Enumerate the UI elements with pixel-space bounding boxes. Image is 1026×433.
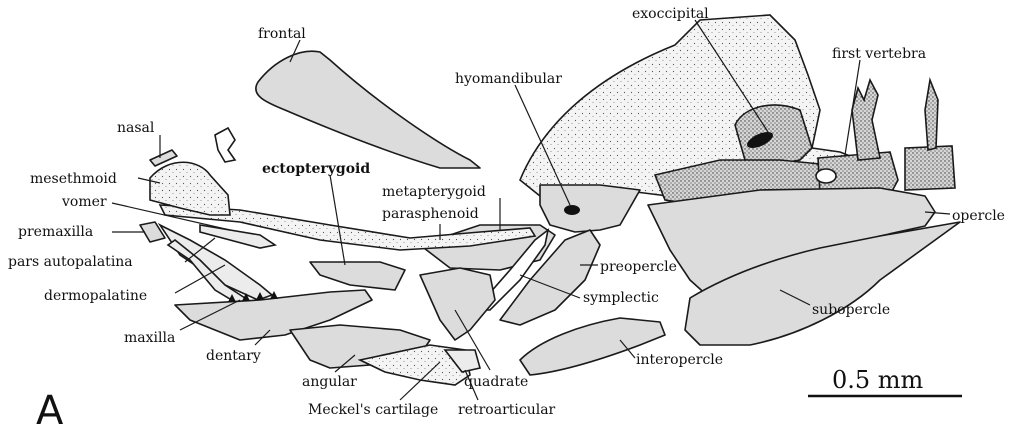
hyomandibular-bone: [540, 185, 640, 232]
label-dentary: dentary: [206, 348, 261, 364]
label-opercle: opercle: [952, 208, 1005, 224]
label-angular: angular: [302, 374, 357, 390]
label-dermopalatine: dermopalatine: [44, 288, 147, 304]
label-hyomandibular: hyomandibular: [455, 71, 562, 87]
frontal-bone: [256, 51, 480, 168]
label-frontal: frontal: [258, 26, 306, 42]
second-vertebra-spine: [925, 80, 938, 150]
exoccipital-bone: [735, 105, 812, 165]
label-ectopterygoid: ectopterygoid: [262, 161, 370, 177]
label-vomer: vomer: [61, 194, 107, 210]
label-first-vertebra: first vertebra: [832, 46, 926, 62]
hyomandibular-foramen: [564, 205, 580, 215]
label-maxilla: maxilla: [124, 330, 175, 346]
label-nasal: nasal: [117, 120, 155, 136]
ectopterygoid-bone: [310, 262, 405, 290]
label-pars-autopalatina: pars autopalatina: [8, 254, 133, 270]
label-symplectic: symplectic: [583, 290, 659, 306]
label-preopercle: preopercle: [600, 259, 677, 275]
label-premaxilla: premaxilla: [18, 224, 93, 240]
label-metapterygoid: metapterygoid: [382, 184, 486, 200]
panel-letter: A: [36, 388, 64, 433]
label-mesethmoid: mesethmoid: [30, 171, 117, 187]
leader-ectopterygoid: [330, 175, 345, 265]
label-retroarticular: retroarticular: [458, 402, 556, 418]
second-vertebra-bone: [905, 146, 955, 190]
label-subopercle: subopercle: [812, 302, 890, 318]
scale-bar: 0.5 mm: [808, 366, 962, 396]
label-meckels-cartilage: Meckel's cartilage: [308, 402, 438, 418]
vomer-rod: [200, 225, 275, 248]
first-vertebra-foramen: [816, 169, 836, 183]
label-quadrate: quadrate: [464, 374, 528, 390]
first-vertebra-spine: [852, 80, 880, 160]
rostral-hook: [215, 128, 235, 162]
label-exoccipital: exoccipital: [632, 6, 709, 22]
label-interopercle: interopercle: [636, 352, 723, 368]
quadrate-bone: [420, 268, 495, 340]
label-parasphenoid: parasphenoid: [382, 206, 479, 222]
scale-bar-label: 0.5 mm: [832, 366, 924, 394]
